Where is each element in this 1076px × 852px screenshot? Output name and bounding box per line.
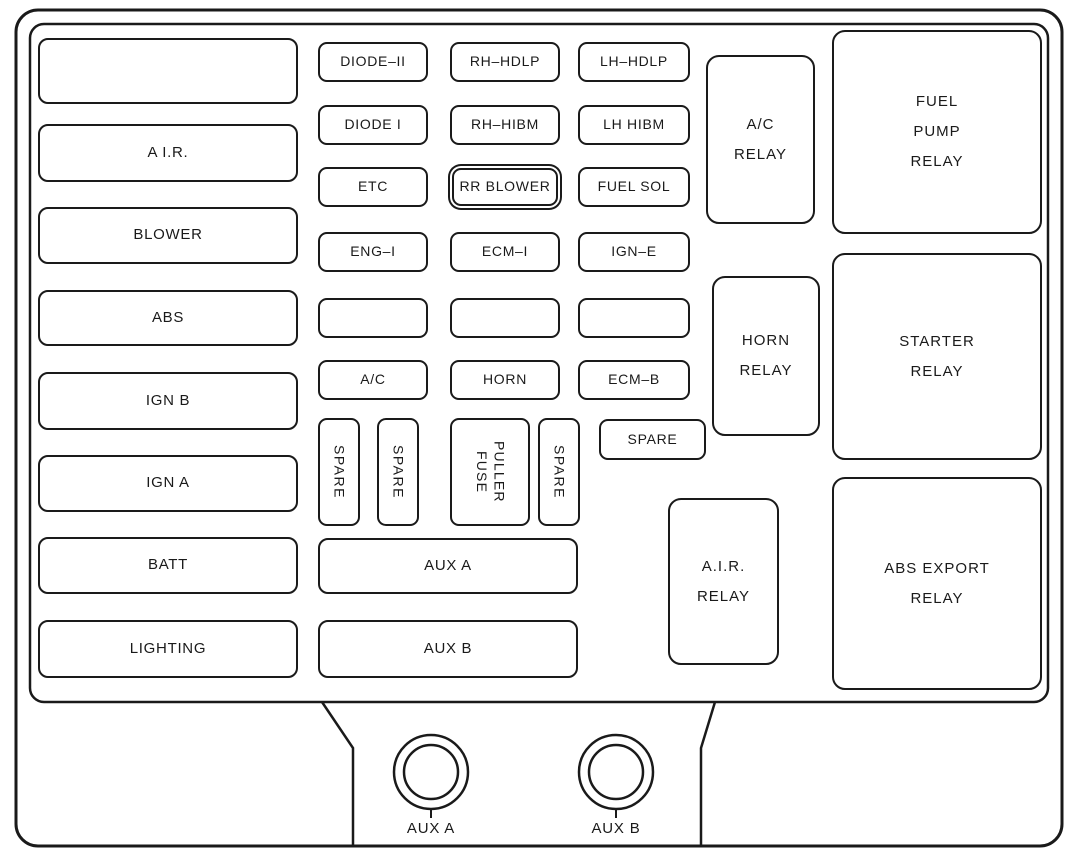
fuse-spare-1: SPARE bbox=[318, 418, 360, 526]
relay-abs-export-line-1: ABS EXPORT bbox=[884, 559, 990, 577]
fuse-rh-hdlp: RH–HDLP bbox=[450, 42, 560, 82]
fuse-aux-a: AUX A bbox=[318, 538, 578, 594]
relay-fuel-pump-line-3: RELAY bbox=[910, 153, 964, 170]
fuse-abs: ABS bbox=[38, 290, 298, 346]
fuse-blower: BLOWER bbox=[38, 207, 298, 264]
fuse-horn: HORN bbox=[450, 360, 560, 400]
relay-starter-line-1: STARTER bbox=[899, 332, 975, 350]
relay-horn: HORN RELAY bbox=[712, 276, 820, 436]
bottom-tab-left-edge bbox=[320, 701, 355, 845]
fuse-etc: ETC bbox=[318, 167, 428, 207]
fuse-ac: A/C bbox=[318, 360, 428, 400]
relay-horn-line-2: RELAY bbox=[739, 362, 793, 379]
aux-a-connector-inner bbox=[402, 743, 460, 801]
relay-air-line-2: RELAY bbox=[696, 587, 751, 605]
relay-starter: STARTER RELAY bbox=[832, 253, 1042, 460]
fuse-diode-i: DIODE I bbox=[318, 105, 428, 145]
relay-ac-line-1: A/C bbox=[746, 115, 775, 133]
fuse-lh-hdlp: LH–HDLP bbox=[578, 42, 690, 82]
fuse-ign-e: IGN–E bbox=[578, 232, 690, 272]
relay-starter-line-2: RELAY bbox=[910, 362, 964, 380]
fuse-batt: BATT bbox=[38, 537, 298, 594]
fuse-eng-i: ENG–I bbox=[318, 232, 428, 272]
relay-fuel-pump-line-2: PUMP bbox=[913, 123, 961, 140]
fuse-blank-3 bbox=[578, 298, 690, 338]
fuse-ecm-i: ECM–I bbox=[450, 232, 560, 272]
relay-air-line-1: A.I.R. bbox=[701, 557, 746, 575]
relay-ac: A/C RELAY bbox=[706, 55, 815, 224]
fuse-fuel-sol: FUEL SOL bbox=[578, 167, 690, 207]
relay-fuel-pump: FUEL PUMP RELAY bbox=[832, 30, 1042, 234]
fuse-blank-1 bbox=[318, 298, 428, 338]
relay-abs-export-line-2: RELAY bbox=[910, 589, 964, 607]
fuse-lighting: LIGHTING bbox=[38, 620, 298, 678]
fuse-spare-4: SPARE bbox=[599, 419, 706, 460]
fuse-aux-b: AUX B bbox=[318, 620, 578, 678]
fuse-ign-a: IGN A bbox=[38, 455, 298, 512]
fuse-lh-hibm: LH HIBM bbox=[578, 105, 690, 145]
fuse-puller-word-2: PULLER bbox=[491, 441, 508, 503]
relay-fuel-pump-line-1: FUEL bbox=[915, 93, 959, 110]
fuse-ign-b: IGN B bbox=[38, 372, 298, 430]
fuse-blank-2 bbox=[450, 298, 560, 338]
bottom-tab-right-edge bbox=[699, 701, 717, 845]
fuse-blank-left bbox=[38, 38, 298, 104]
fuse-panel-outline bbox=[28, 22, 1050, 704]
fuse-diode-ii: DIODE–II bbox=[318, 42, 428, 82]
fuse-rh-hibm: RH–HIBM bbox=[450, 105, 560, 145]
relay-abs-export: ABS EXPORT RELAY bbox=[832, 477, 1042, 690]
fuse-spare-3: SPARE bbox=[538, 418, 580, 526]
fuse-ecm-b: ECM–B bbox=[578, 360, 690, 400]
fuse-rr-blower: RR BLOWER bbox=[452, 168, 558, 206]
aux-b-connector-label: AUX B bbox=[591, 820, 641, 837]
fuse-puller: FUSE PULLER bbox=[450, 418, 530, 526]
fuse-puller-word-1: FUSE bbox=[474, 450, 490, 494]
relay-horn-line-1: HORN bbox=[741, 332, 791, 349]
relay-ac-line-2: RELAY bbox=[733, 145, 788, 163]
outer-housing-outline bbox=[14, 8, 1064, 848]
fuse-spare-2: SPARE bbox=[377, 418, 419, 526]
aux-b-connector-inner bbox=[587, 743, 645, 801]
aux-a-connector-label: AUX A bbox=[406, 820, 456, 837]
fuse-air: A I.R. bbox=[38, 124, 298, 182]
relay-air: A.I.R. RELAY bbox=[668, 498, 779, 665]
